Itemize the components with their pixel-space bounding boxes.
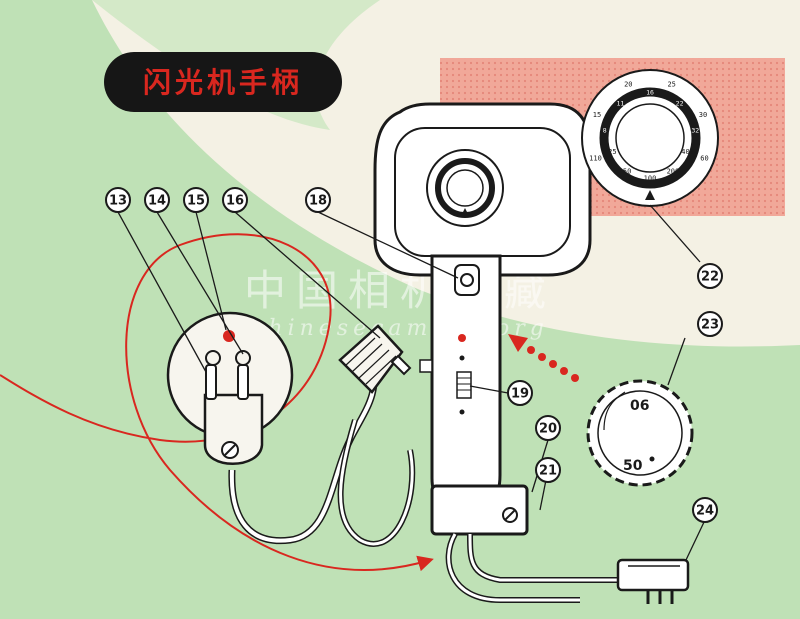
dial-22-scale-label: 22 (676, 99, 684, 107)
red-dotted-arrow (508, 334, 579, 382)
callout-label: 19 (511, 387, 529, 402)
dial-22-scale-label: 15 (593, 111, 601, 119)
callout-24: 24 (692, 497, 718, 523)
callout-label: 23 (701, 318, 719, 333)
dial-22-scale-label: 25 (667, 81, 675, 89)
dial-22-inner-scale: 25 50 100 200 400 (608, 148, 694, 182)
dial-22-outer-scale: 110 15 20 25 30 60 (589, 81, 709, 163)
dial-22-scale-label: 25 (608, 148, 616, 156)
callout-label: 15 (187, 194, 205, 209)
flash-head (373, 102, 592, 277)
page-title: 闪光机手柄 (143, 66, 303, 99)
output-connector (616, 558, 690, 604)
dial-22-scale-label: 200 (667, 167, 680, 175)
dial-23: 06 50 (586, 379, 694, 487)
callout-label: 20 (539, 422, 557, 437)
dial-22-scale-label: 30 (699, 111, 707, 119)
callout-layer: 13 14 15 16 18 19 20 21 22 23 24 (105, 187, 723, 523)
callout-label: 14 (148, 194, 166, 209)
dial-22-scale-label: 20 (624, 81, 632, 89)
handle-body (419, 254, 529, 536)
dial-22-scale-label: 8 (603, 127, 607, 135)
dial-23-top-label: 06 (630, 398, 649, 414)
plug-unit (166, 311, 294, 465)
dial-22-scale-label: 50 (623, 167, 631, 175)
callout-20: 20 (535, 415, 561, 441)
callout-14: 14 (144, 187, 170, 213)
title-badge: 闪光机手柄 (104, 52, 342, 112)
dial-22-scale-label: 32 (691, 127, 699, 135)
callout-label: 22 (701, 270, 719, 285)
callout-16: 16 (222, 187, 248, 213)
callout-label: 18 (309, 194, 327, 209)
dial-22-scale-label: 16 (646, 89, 654, 97)
callout-18: 18 (305, 187, 331, 213)
dial-22-middle-scale: 8 11 16 22 32 (603, 89, 700, 135)
callout-label: 21 (539, 464, 557, 479)
dial-22-scale-label: 11 (616, 99, 624, 107)
callout-19: 19 (507, 380, 533, 406)
callout-21: 21 (535, 457, 561, 483)
callout-23: 23 (697, 311, 723, 337)
dial-22-scale-label: 110 (589, 154, 602, 162)
dial-22-scale-label: 400 (681, 148, 694, 156)
red-guide-loop (0, 233, 434, 572)
dial-23-bottom-label: 50 (623, 458, 643, 474)
callout-22: 22 (697, 263, 723, 289)
callout-label: 16 (226, 194, 244, 209)
dial-22: 110 15 20 25 30 60 8 11 16 22 32 25 50 100 200 400 (581, 69, 719, 207)
dial-22-scale-label: 100 (644, 175, 657, 183)
watermark-en: chinesecamera.org (251, 316, 549, 341)
dial-22-scale-label: 60 (700, 154, 708, 162)
callout-label: 13 (109, 194, 127, 209)
callout-13: 13 (105, 187, 131, 213)
callout-15: 15 (183, 187, 209, 213)
callout-label: 24 (696, 504, 714, 519)
pc-connector (338, 324, 412, 394)
